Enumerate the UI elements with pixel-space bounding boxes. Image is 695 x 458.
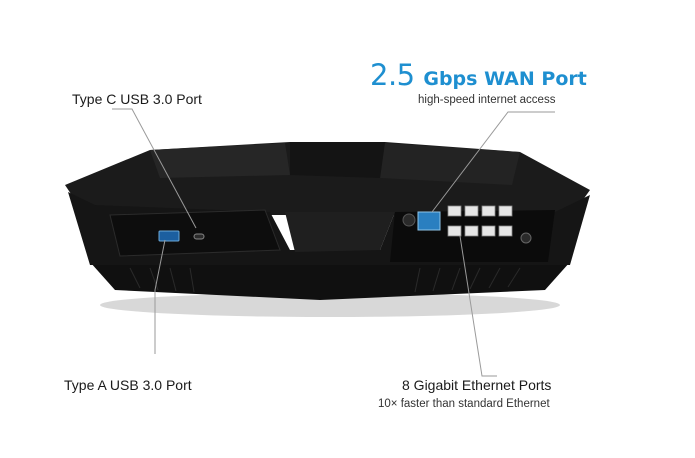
- ethernet-callout: 8 Gigabit Ethernet Ports: [402, 377, 552, 393]
- ethernet-port-icon: [481, 225, 496, 237]
- wan-callout-title: 2.5 Gbps WAN Port: [370, 58, 587, 92]
- power-button-icon: [402, 213, 416, 227]
- router-front-chevron: [285, 212, 395, 252]
- router-top-facet: [290, 142, 385, 178]
- ethernet-port-icon: [447, 205, 462, 217]
- wan-port-icon: [417, 211, 441, 231]
- left-port-panel: [109, 209, 281, 257]
- router-shadow: [100, 293, 560, 317]
- ethernet-port-icon: [498, 205, 513, 217]
- ethernet-port-icon: [447, 225, 462, 237]
- wan-callout-subtitle: high-speed internet access: [418, 94, 556, 106]
- ethernet-port-icon: [464, 225, 479, 237]
- usb-c-leader: [112, 108, 197, 229]
- usb-a-leader: [154, 239, 166, 354]
- wan-speed-label: Gbps WAN Port: [423, 68, 587, 90]
- ethernet-port-icon: [498, 225, 513, 237]
- router-vents: [129, 267, 521, 293]
- router-top-facet: [380, 143, 520, 185]
- ethernet-leader: [459, 235, 497, 377]
- power-port-icon: [520, 232, 532, 244]
- usb-c-port-icon: [193, 233, 205, 240]
- wan-speed-number: 2.5: [370, 58, 415, 92]
- callout-lines: [112, 108, 555, 377]
- ethernet-port-icon: [481, 205, 496, 217]
- ethernet-port-icon: [464, 205, 479, 217]
- wan-leader: [431, 111, 555, 213]
- usb-a-port-icon: [158, 230, 180, 242]
- router-base: [90, 262, 570, 300]
- ethernet-ports: [447, 205, 513, 237]
- usb-c-callout: Type C USB 3.0 Port: [72, 91, 202, 107]
- router-top-facet: [150, 143, 290, 178]
- ethernet-callout-subtitle: 10× faster than standard Ethernet: [378, 398, 550, 410]
- usb-a-callout: Type A USB 3.0 Port: [64, 377, 192, 393]
